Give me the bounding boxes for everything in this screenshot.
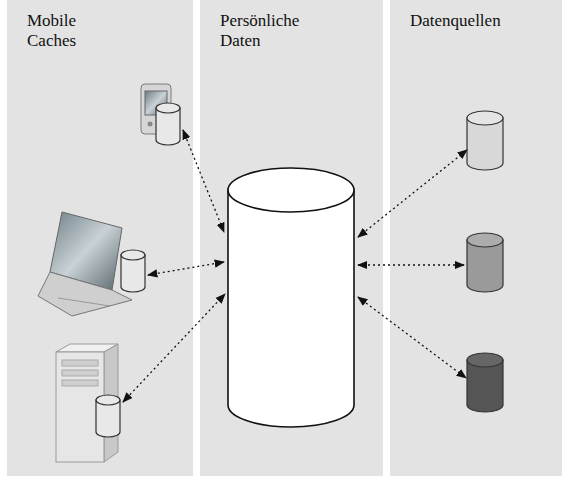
column-heading: Persönliche Daten	[220, 11, 338, 51]
column-heading: Datenquellen	[410, 11, 554, 31]
source-database	[467, 111, 503, 412]
column-heading: Mobile Caches	[27, 11, 107, 51]
central-database	[228, 168, 354, 427]
